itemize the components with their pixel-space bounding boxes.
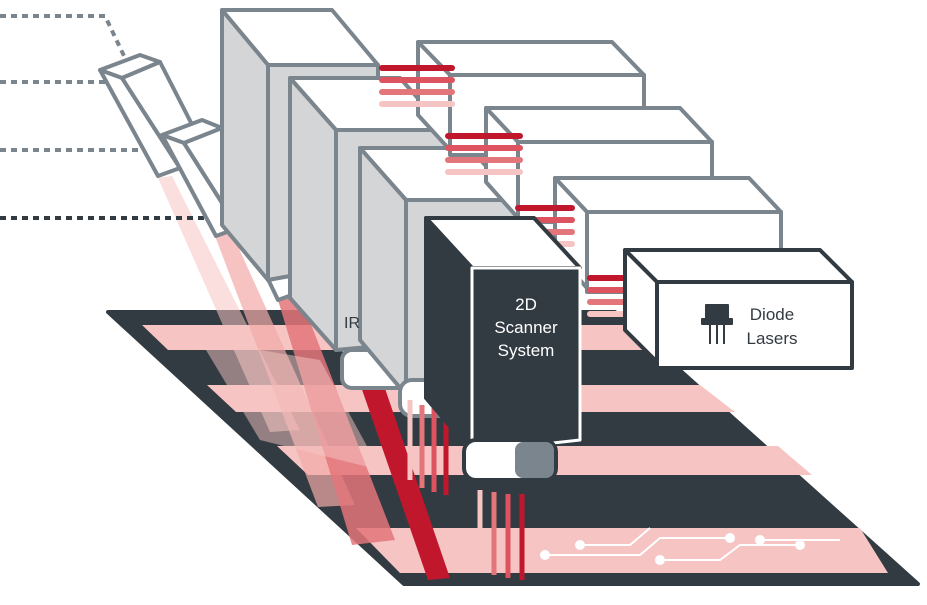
scanner-lens-shadow (515, 442, 554, 478)
fiber-1 (0, 14, 127, 59)
diode-box-front (655, 280, 854, 370)
board-strip-4 (356, 528, 888, 573)
circuit-traces-icon (540, 527, 840, 565)
beam-ir (358, 374, 450, 580)
ir-label: IR (344, 315, 360, 332)
scanner-label-line1: 2D (515, 295, 537, 314)
diode-box-top (623, 248, 854, 284)
scanner-front (470, 266, 582, 454)
scanner-system: 2D Scanner System (424, 216, 582, 482)
lasers-label-line2: Lasers (746, 329, 797, 348)
scanner-label-line2: Scanner (494, 318, 558, 337)
diode-laser-icon (701, 304, 733, 344)
lasers-label-line1: Diode (750, 305, 794, 324)
laser-beams (158, 176, 450, 580)
diode-lasers: Diode Lasers (623, 248, 854, 370)
scanner-label-line3: System (498, 341, 555, 360)
beam-scatter (200, 340, 380, 470)
